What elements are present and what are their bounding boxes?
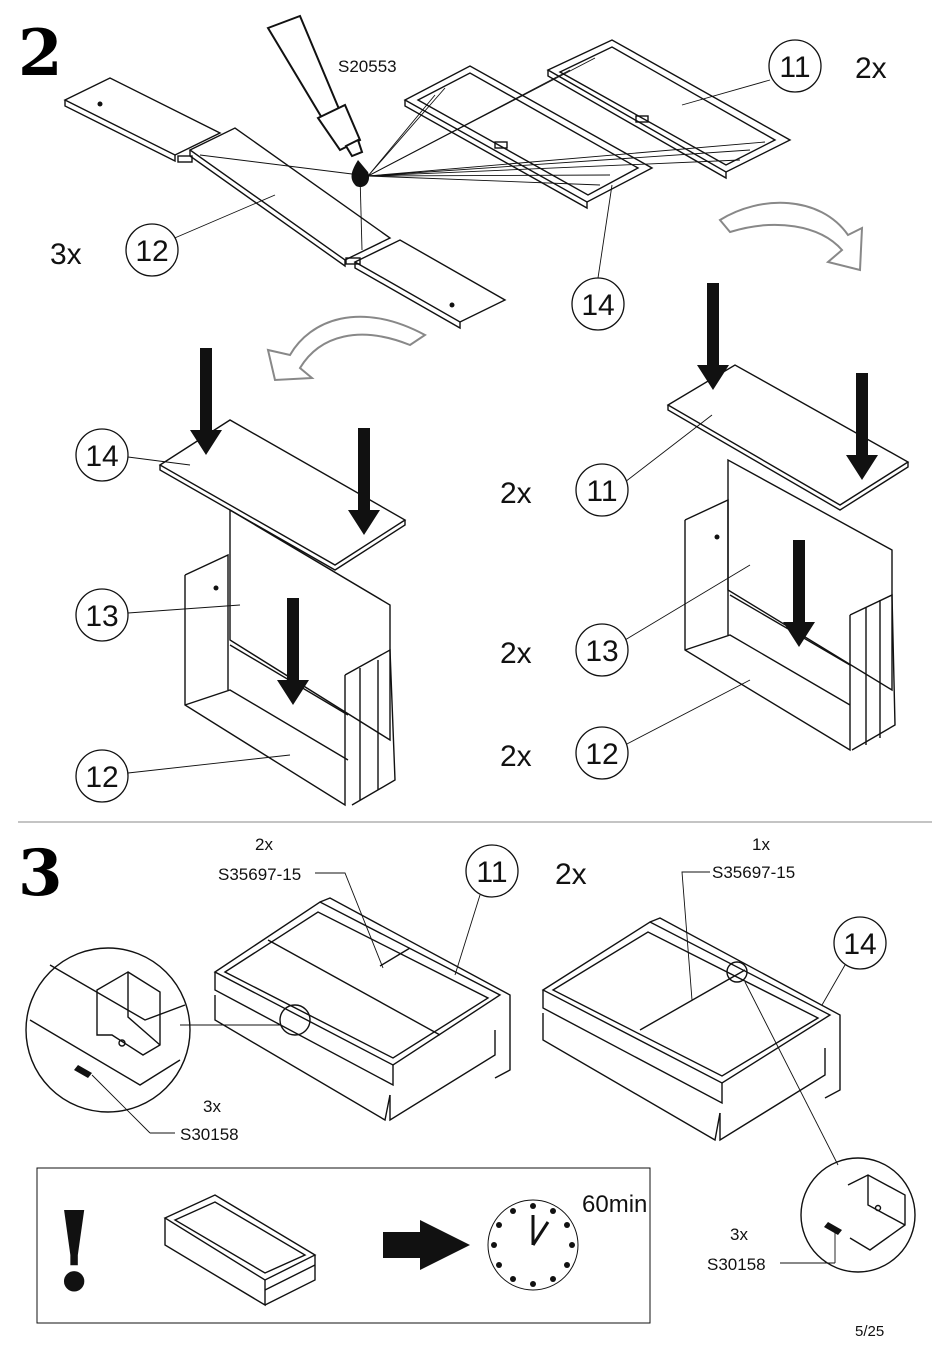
step-2-number: 2 [18, 16, 63, 91]
part-14-callout-left [75, 428, 129, 482]
rail-12-drawing [63, 77, 507, 330]
glue-tube-icon [266, 14, 370, 188]
part-12-callout-right [575, 726, 629, 780]
glue-pointer-lines [199, 57, 766, 251]
panel-14-drawing [403, 65, 654, 210]
panel-11-drawing [546, 39, 792, 180]
part-11-callout-step3 [465, 844, 519, 898]
qty-2x-top: 2x [855, 52, 887, 85]
part-13-label-right: 13 [585, 635, 618, 668]
rotate-arrow-icon [266, 315, 427, 382]
bracket-code-left: S35697-15 [218, 865, 301, 884]
bracket-detail-left [25, 947, 191, 1113]
page-number: 5/25 [855, 1323, 884, 1340]
part-11-callout-right [575, 463, 629, 517]
part-12-label: 12 [135, 235, 168, 268]
part-12-label-left: 12 [85, 761, 118, 794]
part-14-callout [571, 277, 625, 331]
part-11-callout [768, 39, 822, 93]
part-13-callout-left [75, 588, 129, 642]
part-14-label-step3: 14 [843, 928, 876, 961]
screw-qty-right: 3x [730, 1225, 748, 1244]
part-11-label-right: 11 [586, 475, 617, 508]
part-11-label: 11 [779, 51, 810, 84]
part-12-label-right: 12 [585, 738, 618, 771]
glue-code-label: S20553 [338, 57, 397, 76]
drawer-icon [163, 1194, 317, 1307]
part-11-label-step3: 11 [476, 856, 507, 889]
qty-2x-right-13: 2x [500, 637, 532, 670]
then-arrow-icon [383, 1220, 470, 1270]
part-13-callout-right [575, 623, 629, 677]
part-14-callout-step3 [833, 916, 887, 970]
qty-3x: 3x [50, 238, 82, 271]
qty-2x-right-11: 2x [500, 477, 532, 510]
drawer-assembly-right [541, 917, 841, 1142]
bracket-code-right: S35697-15 [712, 863, 795, 882]
rotate-arrow-icon-2 [718, 201, 864, 272]
screw-code-left: S30158 [180, 1125, 239, 1144]
set-qty-2x: 2x [555, 858, 587, 891]
drawer-assembly-left [180, 897, 511, 1122]
part-14-label-left: 14 [85, 440, 118, 473]
bracket-qty-left: 2x [255, 835, 273, 854]
part-13-label-left: 13 [85, 600, 118, 633]
part-12-callout [125, 223, 179, 277]
screw-code-right: S30158 [707, 1255, 766, 1274]
step-3-number: 3 [18, 836, 63, 911]
part-12-callout-left [75, 749, 129, 803]
screw-qty-left: 3x [203, 1097, 221, 1116]
bracket-detail-right [800, 1157, 916, 1273]
timer-label: 60min [582, 1191, 647, 1218]
part-14-label: 14 [581, 289, 614, 322]
warning-icon: ! [50, 1187, 98, 1316]
bracket-qty-right: 1x [752, 835, 770, 854]
left-assembly-drawing [158, 348, 407, 807]
qty-2x-right-12: 2x [500, 740, 532, 773]
right-assembly-drawing [666, 283, 910, 752]
clock-icon [487, 1199, 579, 1291]
